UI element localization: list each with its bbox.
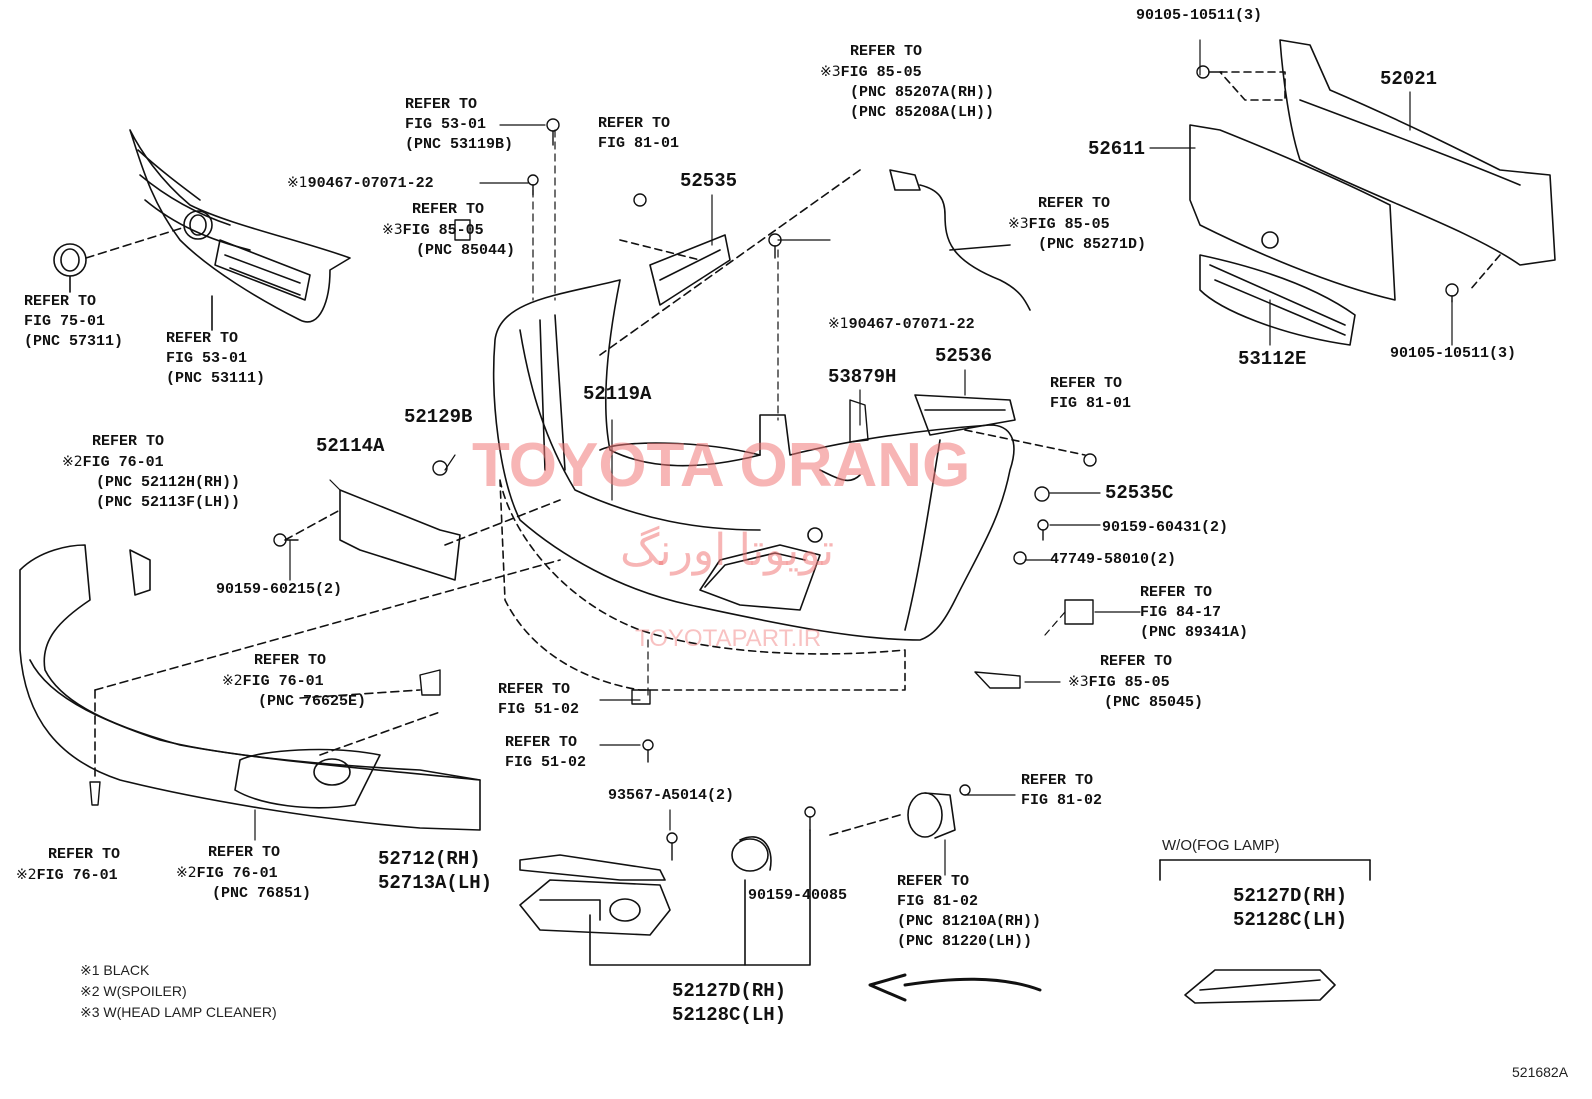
fastener-90467-a-number: 90467-07071-22 (307, 175, 434, 192)
mark-2: ※2 (176, 865, 197, 881)
grille-drawing (53, 129, 351, 331)
fog-cover-drawing (519, 792, 1371, 1004)
ref-fig76-mid: REFER TO※2FIG 76-01(PNC 76625E) (222, 652, 367, 710)
part-52713A-lh: 52713A(LH) (378, 872, 493, 894)
part-52535: 52535 (680, 170, 738, 192)
leader-lines (254, 39, 1453, 876)
part-52611: 52611 (1088, 138, 1146, 160)
fastener-90467-a: ※190467-07071-22 (287, 173, 434, 194)
ref-fig76-bottom-left: REFER TO※2FIG 76-01 (16, 846, 121, 884)
washer-hose-drawing (599, 169, 1031, 356)
part-52536: 52536 (935, 345, 993, 367)
part-53879H: 53879H (828, 366, 897, 388)
fastener-47749: 47749-58010(2) (1050, 551, 1177, 568)
part-53112E: 53112E (1238, 348, 1307, 370)
ref-fig85-mid: REFER TO※3FIG 85-05(PNC 85271D) (1008, 195, 1147, 253)
watermark-persian: تویوتا اورنگ (620, 526, 835, 575)
fastener-90159-60431: 90159-60431(2) (1102, 519, 1229, 536)
mark-3: ※3 (382, 222, 403, 238)
watermark-site: TOYOTAPART.IR (635, 625, 822, 652)
part-52712-rh: 52712(RH) (378, 848, 481, 870)
legend-note-1: ※1 BLACK (80, 962, 150, 978)
legend-note-3: ※3 W(HEAD LAMP CLEANER) (80, 1004, 277, 1020)
mark-2: ※2 (16, 867, 37, 883)
part-52128C-lh: 52128C(LH) (672, 1004, 787, 1026)
mark-3: ※3 (820, 64, 841, 80)
part-52127D-rh: 52127D(RH) (672, 980, 787, 1002)
fastener-90105-top: 90105-10511(3) (1136, 7, 1263, 24)
mark-1: ※1 (287, 175, 308, 191)
mark-2: ※2 (222, 673, 243, 689)
legend-note-2: ※2 W(SPOILER) (80, 983, 187, 999)
fastener-90467-b: ※190467-07071-22 (828, 314, 975, 335)
part-52535C: 52535C (1105, 482, 1174, 504)
ref-fig85-lower: REFER TO※3FIG 85-05(PNC 85045) (1068, 653, 1204, 711)
fastener-90105-bottom: 90105-10511(3) (1390, 345, 1517, 362)
part-52114A: 52114A (316, 435, 385, 457)
diagram-id: 521682A (1512, 1064, 1569, 1080)
mark-3: ※3 (1008, 216, 1029, 232)
ref-fig85-top: REFER TO※3FIG 85-05(PNC 85207A(RH))(PNC … (820, 43, 995, 121)
ref-fig85-left: REFER TO※3FIG 85-05(PNC 85044) (382, 201, 516, 259)
plate-bracket-drawing (284, 489, 561, 581)
inset-part-rh: 52127D(RH) (1233, 885, 1348, 907)
side-brackets-drawing (619, 234, 1086, 456)
fasteners-drawing (89, 65, 1459, 861)
fastener-90159-60215: 90159-60215(2) (216, 581, 343, 598)
fastener-93567: 93567-A5014(2) (608, 787, 735, 804)
watermark-main: TOYOTA ORANG (472, 431, 971, 500)
mark-2: ※2 (62, 454, 83, 470)
part-52021: 52021 (1380, 68, 1438, 90)
part-52119A: 52119A (583, 383, 652, 405)
fastener-90467-b-number: 90467-07071-22 (848, 316, 975, 333)
part-52129B: 52129B (404, 406, 473, 428)
bumper-cover-drawing (492, 279, 1015, 691)
mark-3: ※3 (1068, 674, 1089, 690)
mark-1: ※1 (828, 316, 849, 332)
reinforcement-drawing (1189, 39, 1556, 346)
ref-fig76-side: REFER TO※2FIG 76-01(PNC 52112H(RH))(PNC … (62, 433, 241, 511)
lower-spoiler-drawing (19, 544, 561, 831)
fastener-90159-40085: 90159-40085 (748, 887, 848, 904)
ref-fig76-bottom-mid: REFER TO※2FIG 76-01(PNC 76851) (176, 844, 312, 902)
inset-part-lh: 52128C(LH) (1233, 909, 1348, 931)
inset-title: W/O(FOG LAMP) (1162, 837, 1280, 854)
